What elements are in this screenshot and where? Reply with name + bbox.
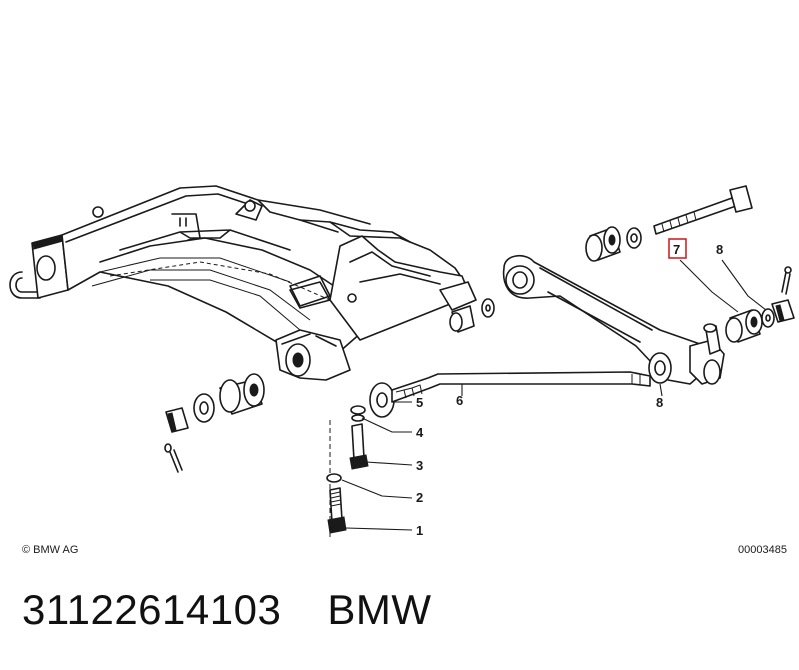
copyright-text: © BMW AG (22, 544, 78, 556)
callout-5: 5 (416, 395, 423, 410)
callout-labels: 1 2 3 4 5 6 7 8 8 (416, 238, 723, 538)
right-bushing-assembly (725, 266, 795, 343)
callout-3: 3 (416, 458, 423, 473)
control-arm (449, 185, 753, 385)
callout-2: 2 (416, 490, 423, 505)
drawing-id: 00003485 (738, 544, 787, 556)
callout-6: 6 (456, 393, 463, 408)
brand-name: BMW (327, 586, 432, 633)
callout-8-bottom: 8 (656, 395, 663, 410)
tension-strut (369, 371, 651, 418)
axle-carrier (9, 185, 477, 381)
callout-8-top: 8 (716, 242, 723, 257)
part-number: 31122614103 (22, 586, 282, 633)
callout-7: 7 (673, 242, 680, 257)
part-caption: 31122614103 BMW (22, 586, 477, 634)
mount-bolt-stack (326, 405, 369, 540)
leader-lines-right (659, 259, 767, 397)
callout-7-highlight-box (668, 238, 687, 259)
callout-1: 1 (416, 523, 423, 538)
callout-4: 4 (416, 425, 424, 440)
left-bushing-stack (164, 373, 265, 473)
